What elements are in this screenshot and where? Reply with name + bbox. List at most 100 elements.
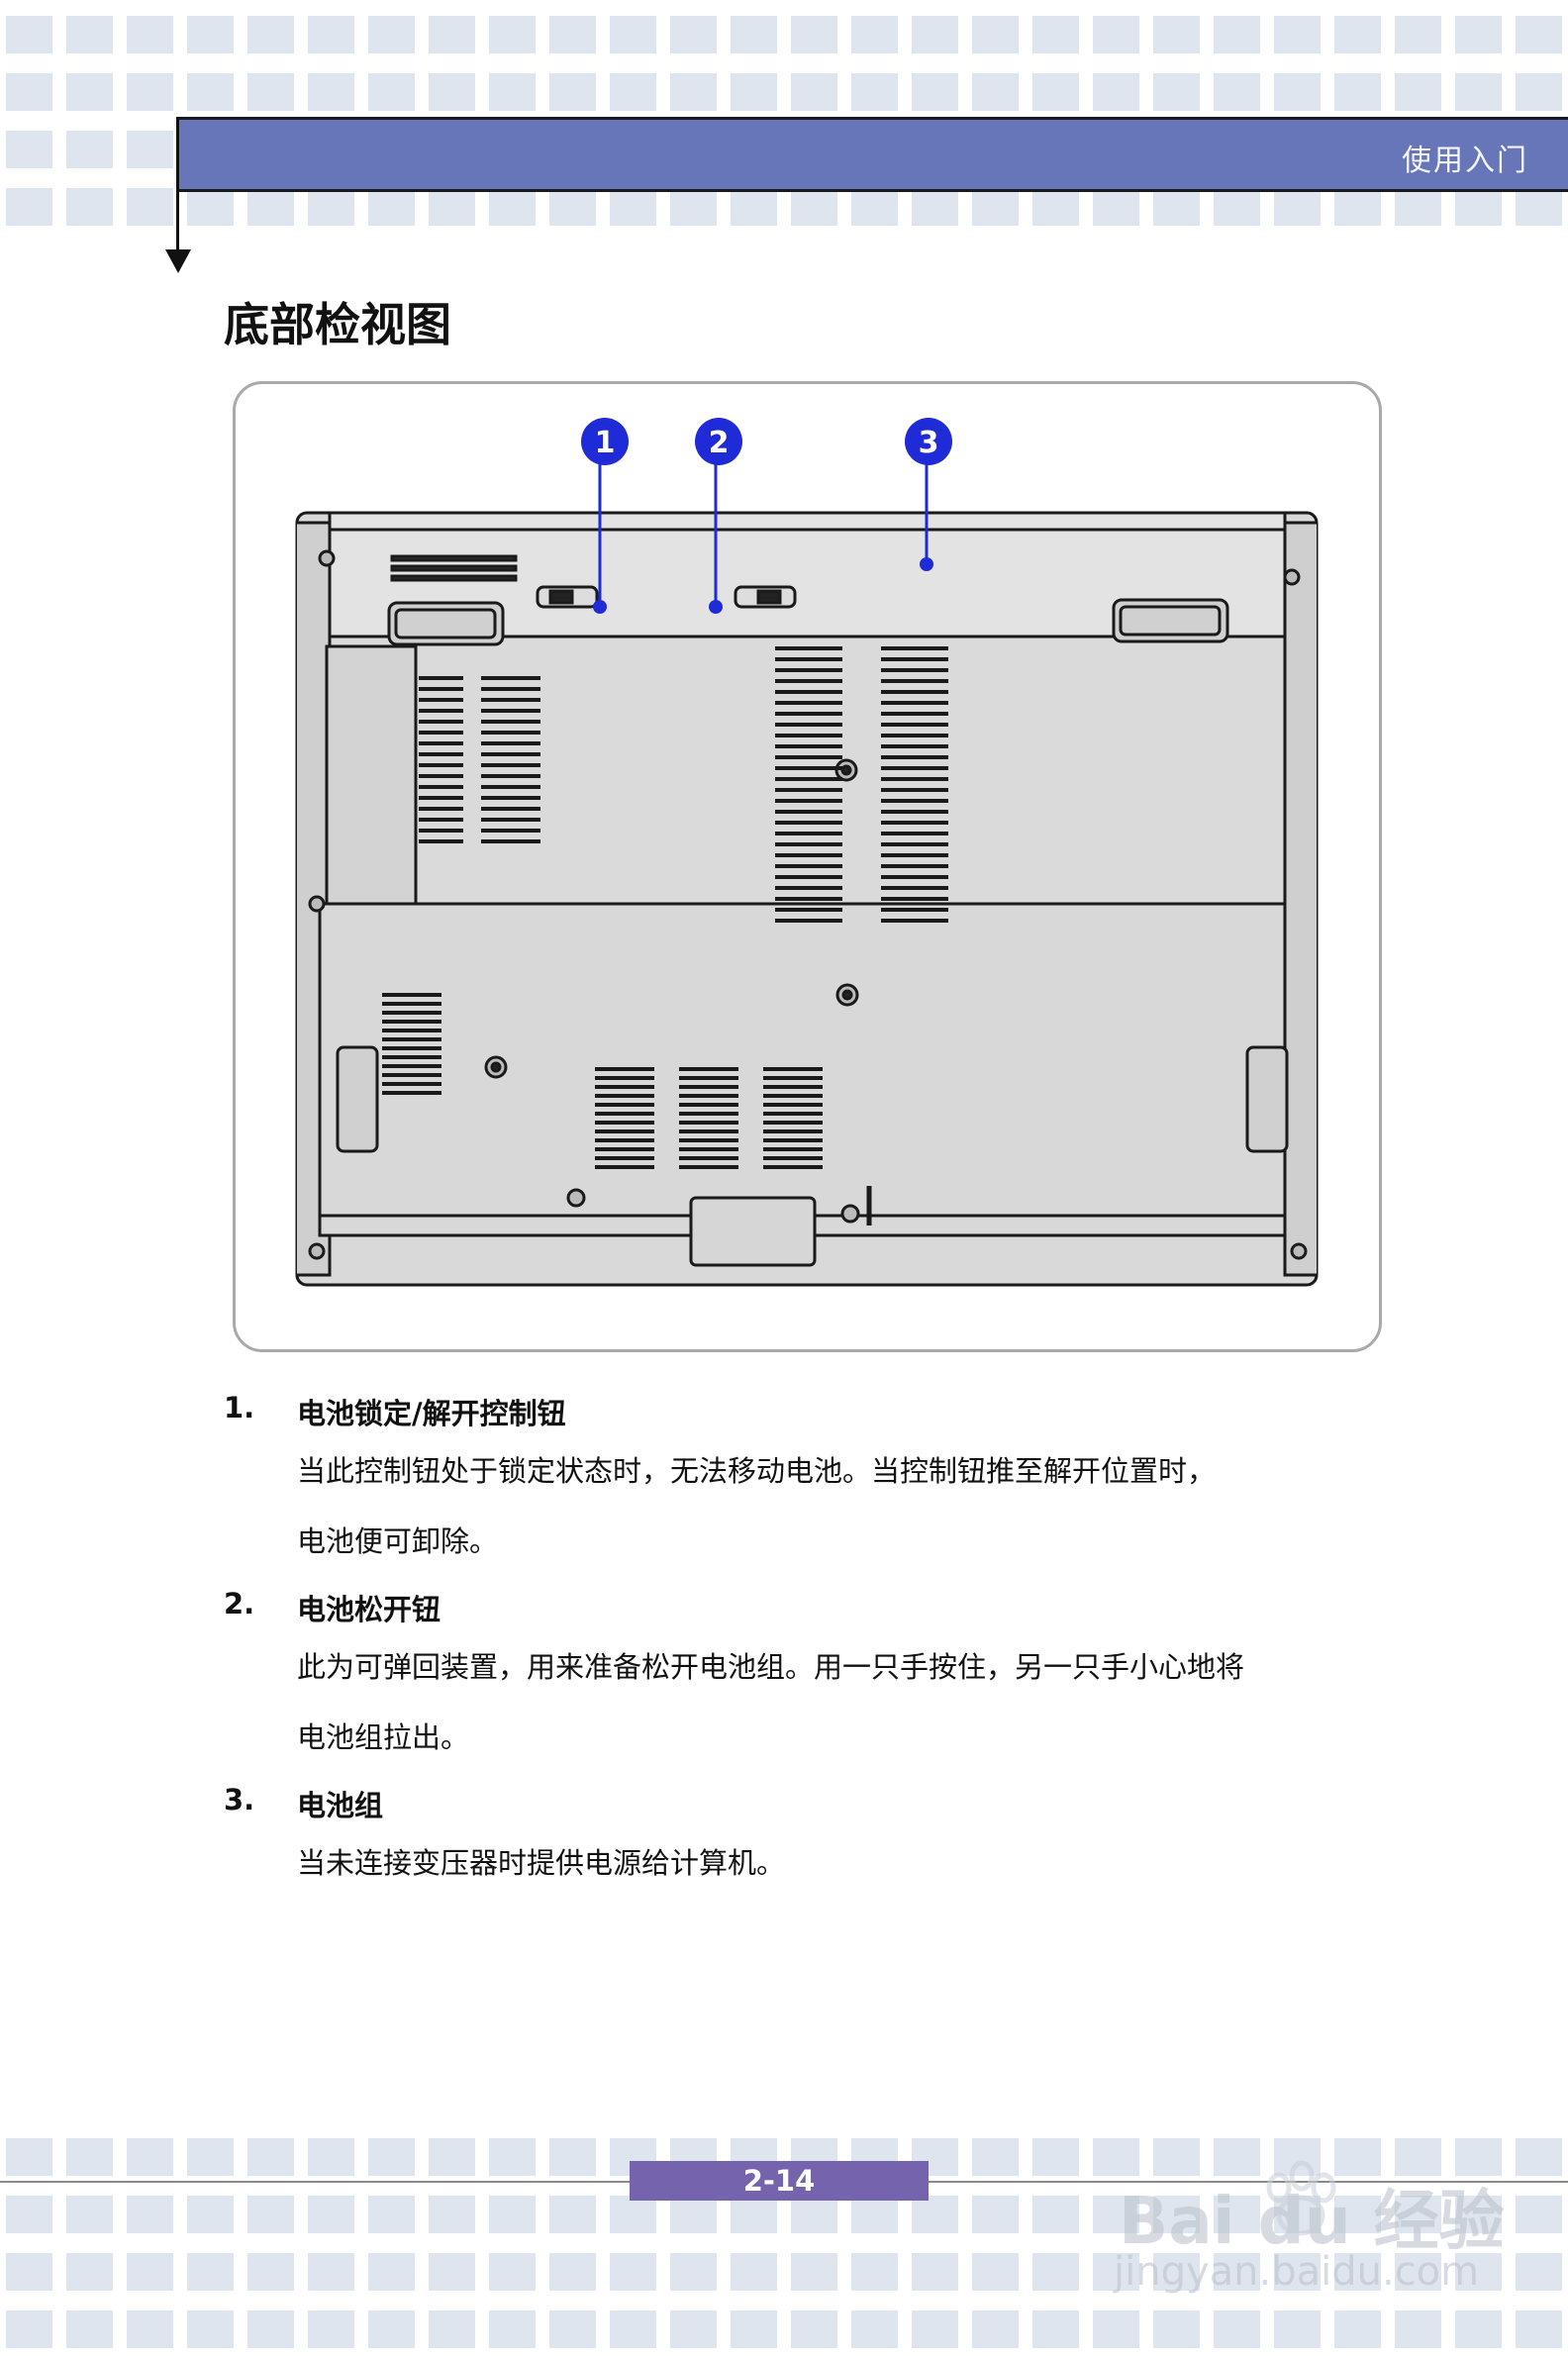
- background-tile: [489, 16, 536, 53]
- vent-slat: [595, 1094, 654, 1098]
- background-tile: [368, 73, 415, 111]
- background-tile: [1214, 16, 1260, 53]
- vent-slat: [481, 796, 540, 800]
- background-tile: [247, 188, 294, 226]
- vent-slat: [481, 818, 540, 822]
- vent-slat: [382, 1055, 441, 1059]
- background-tile: [670, 2253, 717, 2291]
- item-title: 电池锁定/解开控制钮: [297, 1397, 566, 1430]
- background-tile: [1395, 73, 1441, 111]
- section-header-band: 使用入门: [178, 117, 1568, 192]
- vent-slat: [595, 1076, 654, 1080]
- background-tile: [610, 188, 656, 226]
- vent-slat: [881, 886, 948, 890]
- background-tile: [1032, 73, 1079, 111]
- background-tile: [912, 16, 958, 53]
- background-tile: [429, 2310, 475, 2348]
- background-tile: [549, 188, 596, 226]
- background-tile: [66, 2310, 113, 2348]
- background-tile: [1032, 2310, 1079, 2348]
- vent-slat: [679, 1067, 738, 1071]
- vent-slat: [419, 818, 463, 822]
- vent-slat: [881, 679, 948, 683]
- background-tile: [731, 2310, 777, 2348]
- vent-slat: [419, 676, 463, 680]
- vent-slat: [481, 774, 540, 778]
- background-tile: [851, 2196, 898, 2233]
- bottom-view-figure: 1 2 3: [233, 381, 1382, 1352]
- vent-slat: [775, 777, 842, 781]
- vent-slat: [419, 709, 463, 713]
- item-number: 3.: [224, 1783, 255, 1816]
- background-tile: [791, 2253, 837, 2291]
- vent-slat: [679, 1103, 738, 1107]
- vent-slat: [382, 1064, 441, 1068]
- vent-slat: [481, 741, 540, 745]
- background-tile: [1214, 2310, 1260, 2348]
- down-arrow-icon: [165, 249, 191, 273]
- background-tile: [489, 73, 536, 111]
- item-description: 此为可弹回装置，用来准备松开电池组。用一只手按住，另一只手小心地将 电池组拉出。: [297, 1632, 1386, 1773]
- vent-slat: [679, 1165, 738, 1169]
- vent-slat: [881, 810, 948, 814]
- background-tile: [66, 131, 113, 168]
- item-title: 电池组: [297, 1789, 384, 1822]
- background-tile: [368, 188, 415, 226]
- background-tile: [1274, 2253, 1321, 2291]
- vent-slat: [763, 1076, 823, 1080]
- background-tile: [912, 73, 958, 111]
- background-tile: [247, 2196, 294, 2233]
- vent-slat: [775, 908, 842, 912]
- vent-slat: [763, 1147, 823, 1151]
- background-tile: [187, 16, 234, 53]
- vent-slat: [881, 744, 948, 748]
- callout-2-label: 2: [709, 426, 730, 460]
- background-tile: [670, 2310, 717, 2348]
- background-tile: [1032, 188, 1079, 226]
- background-tile: [247, 2310, 294, 2348]
- background-tile: [1214, 2253, 1260, 2291]
- vent-slat: [775, 668, 842, 672]
- vent-slat: [382, 1091, 441, 1095]
- vent-slat: [419, 752, 463, 756]
- vent-slat: [419, 774, 463, 778]
- background-tile: [429, 16, 475, 53]
- description-line: 电池组拉出。: [297, 1720, 470, 1754]
- item-number: 1.: [224, 1391, 255, 1424]
- vent-slat: [419, 763, 463, 767]
- vent-slat: [763, 1156, 823, 1160]
- background-tile: [1214, 188, 1260, 226]
- background-tile: [368, 2310, 415, 2348]
- vent-slat: [775, 864, 842, 868]
- item-description: 当此控制钮处于锁定状态时，无法移动电池。当控制钮推至解开位置时， 电池便可卸除。: [297, 1436, 1386, 1577]
- background-tile: [127, 2310, 173, 2348]
- vent-slat: [881, 864, 948, 868]
- background-tile: [912, 2253, 958, 2291]
- background-tile: [6, 2138, 52, 2176]
- background-tile: [670, 2196, 717, 2233]
- background-tile: [731, 2196, 777, 2233]
- background-tile: [308, 188, 354, 226]
- background-tile: [187, 2253, 234, 2291]
- background-tile: [1516, 2138, 1562, 2176]
- background-tile: [1334, 2196, 1381, 2233]
- background-tile: [6, 131, 52, 168]
- background-tile: [1455, 188, 1502, 226]
- background-tile: [66, 2253, 113, 2291]
- background-tile: [851, 2310, 898, 2348]
- vent-slat: [595, 1085, 654, 1089]
- background-tile: [308, 16, 354, 53]
- background-tile: [66, 16, 113, 53]
- component-list: 1. 电池锁定/解开控制钮 当此控制钮处于锁定状态时，无法移动电池。当控制钮推至…: [224, 1391, 1412, 1909]
- vent-slat: [382, 1011, 441, 1015]
- background-tile: [610, 2196, 656, 2233]
- vent-slat: [775, 734, 842, 737]
- item-heading: 1. 电池锁定/解开控制钮: [224, 1391, 1412, 1436]
- vent-slat: [382, 1046, 441, 1050]
- background-tile: [66, 2196, 113, 2233]
- background-tile: [127, 2196, 173, 2233]
- vent-slat: [419, 829, 463, 833]
- callout-3-label: 3: [919, 426, 939, 460]
- background-tile: [1455, 2196, 1502, 2233]
- item-number: 2.: [224, 1587, 255, 1620]
